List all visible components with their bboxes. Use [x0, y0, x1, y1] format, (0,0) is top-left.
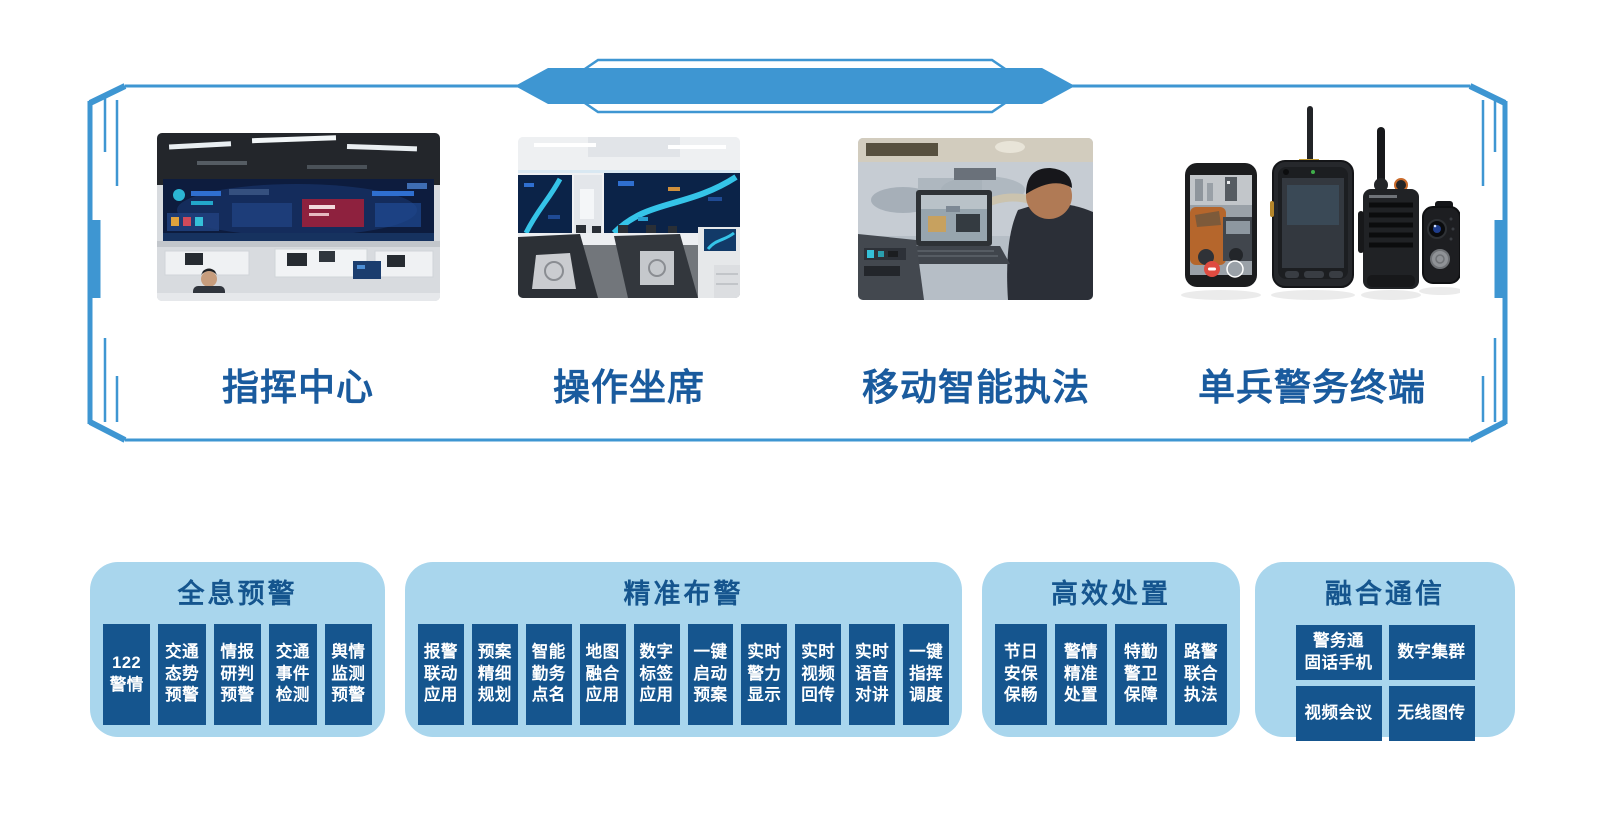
command-center-photo [157, 133, 440, 301]
driver-person [1007, 168, 1093, 300]
feature-tile: 情报 研判 预警 [213, 624, 262, 725]
feature-tile: 实时 警力 显示 [741, 624, 788, 725]
feature-tile: 节日 安保 保畅 [995, 624, 1047, 725]
feature-tile: 一键 指挥 调度 [903, 624, 950, 725]
feature-tile: 交通 态势 预警 [158, 624, 206, 725]
ceiling [157, 133, 440, 185]
walkie-talkie [1358, 127, 1419, 289]
hexagon-banner-icon [515, 68, 1075, 104]
feature-tile: 警情 精准 处置 [1055, 624, 1107, 725]
panel-holographic-warning: 全息预警 122 警情交通 态势 预警情报 研判 预警交通 事件 检测舆情 监测 … [90, 562, 385, 737]
feature-tile: 警务通 固话手机 [1295, 625, 1382, 680]
tech-frame-border [87, 58, 1508, 443]
operator-seats-photo [518, 137, 740, 298]
panel-title: 精准布警 [623, 579, 744, 609]
feature-tile: 实时 视频 回传 [795, 624, 842, 725]
map-screens [518, 173, 740, 236]
feature-tile: 智能 勤务 点名 [525, 624, 572, 725]
smartphone [1185, 163, 1257, 287]
tile-list: 节日 安保 保畅警情 精准 处置特勤 警卫 保障路警 联合 执法 [982, 624, 1240, 725]
caption-mobile-enforcement: 移动智能执法 [862, 367, 1090, 408]
feature-tile: 路警 联合 执法 [1175, 624, 1227, 725]
panel-efficient-handling: 高效处置节日 安保 保畅警情 精准 处置特勤 警卫 保障路警 联合 执法 [982, 562, 1240, 737]
mobile-enforcement-photo [858, 138, 1093, 300]
feature-tile: 数字集群 [1388, 625, 1475, 680]
caption-command-center: 指挥中心 [222, 367, 374, 408]
body-camera [1422, 201, 1460, 284]
tile-list: 警务通 固话手机数字集群视频会议无线图传 [1255, 625, 1515, 741]
left-notch [87, 220, 101, 298]
panel-title: 全息预警 [177, 579, 298, 609]
panel-converged-communication: 融合通信警务通 固话手机数字集群视频会议无线图传 [1255, 562, 1515, 741]
right-notch [1494, 220, 1508, 298]
feature-tile: 交通 事件 检测 [269, 624, 317, 725]
feature-tile: 数字 标签 应用 [633, 624, 680, 725]
panel-title: 融合通信 [1325, 579, 1445, 609]
camera-flip-icon [1226, 260, 1244, 278]
feature-tile: 无线图传 [1388, 686, 1475, 741]
feature-tile: 122 警情 [102, 624, 151, 725]
feature-tile: 舆情 监测 预警 [324, 624, 373, 725]
feature-tile: 视频会议 [1295, 686, 1382, 741]
dashboard-equipment [858, 234, 924, 300]
console-desks [518, 227, 740, 298]
feature-tile: 一键 启动 预案 [687, 624, 734, 725]
feature-tile: 地图 融合 应用 [579, 624, 626, 725]
laptop [898, 190, 1010, 264]
tile-list: 报警 联动 应用预案 精细 规划智能 勤务 点名地图 融合 应用数字 标签 应用… [405, 624, 962, 725]
feature-tile: 特勤 警卫 保障 [1115, 624, 1167, 725]
rugged-handheld [1270, 106, 1354, 288]
feature-tile: 报警 联动 应用 [417, 624, 464, 725]
caption-operator-seats: 操作坐席 [553, 367, 705, 408]
panel-precise-deployment: 精准布警报警 联动 应用预案 精细 规划智能 勤务 点名地图 融合 应用数字 标… [405, 562, 962, 737]
workstations [157, 241, 440, 301]
tile-list: 122 警情交通 态势 预警情报 研判 预警交通 事件 检测舆情 监测 预警 [90, 624, 385, 725]
feature-tile: 预案 精细 规划 [471, 624, 518, 725]
operator-person [201, 271, 217, 287]
panel-title: 高效处置 [1051, 579, 1171, 609]
feature-tile: 实时 语音 对讲 [849, 624, 896, 725]
video-wall [163, 179, 434, 241]
portable-police-terminals-photo [1165, 103, 1460, 318]
caption-portable-terminals: 单兵警务终端 [1198, 367, 1426, 408]
